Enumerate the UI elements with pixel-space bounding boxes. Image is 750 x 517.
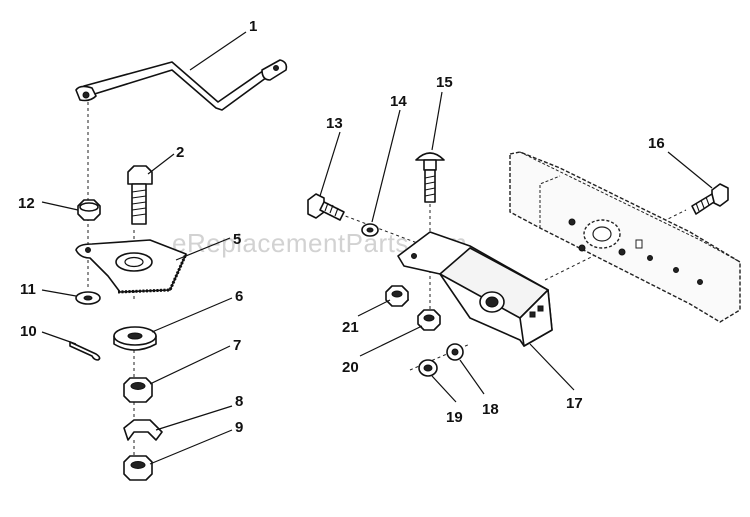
callout-7: 7 <box>233 337 241 354</box>
callout-1: 1 <box>249 18 257 35</box>
part-12-nut <box>77 199 101 221</box>
callout-2: 2 <box>176 144 184 161</box>
callout-11: 11 <box>20 281 36 298</box>
part-1-shift-rod <box>75 59 288 111</box>
callout-20: 20 <box>342 359 359 376</box>
part-11-washer <box>75 291 101 305</box>
callout-14: 14 <box>390 93 407 110</box>
callout-13: 13 <box>326 115 343 132</box>
part-7-nut <box>123 377 153 403</box>
part-2-bolt <box>127 165 153 225</box>
part-5-gear-plate <box>75 239 188 294</box>
part-18-washer <box>446 343 464 361</box>
part-19-nut <box>418 359 438 377</box>
callout-18: 18 <box>482 401 499 418</box>
part-16-bolt <box>691 183 729 215</box>
callout-6: 6 <box>235 288 243 305</box>
part-13-bolt <box>307 193 345 221</box>
part-17-bracket <box>397 231 553 347</box>
callout-21: 21 <box>342 319 359 336</box>
callout-19: 19 <box>446 409 463 426</box>
part-20-nut <box>417 309 441 331</box>
part-14-washer <box>361 223 379 237</box>
frame-panel <box>509 151 741 323</box>
callout-9: 9 <box>235 419 243 436</box>
callout-10: 10 <box>20 323 37 340</box>
part-8-clip <box>123 419 163 441</box>
part-10-cotter-pin <box>69 341 101 361</box>
callout-17: 17 <box>566 395 583 412</box>
callout-15: 15 <box>436 74 453 91</box>
part-6-bushing <box>113 326 157 351</box>
callout-5: 5 <box>233 231 241 248</box>
part-15-carriage-bolt <box>415 152 445 203</box>
part-21-nut <box>385 285 409 307</box>
part-9-nut <box>123 455 153 481</box>
callout-16: 16 <box>648 135 665 152</box>
callout-8: 8 <box>235 393 243 410</box>
callout-12: 12 <box>18 195 35 212</box>
